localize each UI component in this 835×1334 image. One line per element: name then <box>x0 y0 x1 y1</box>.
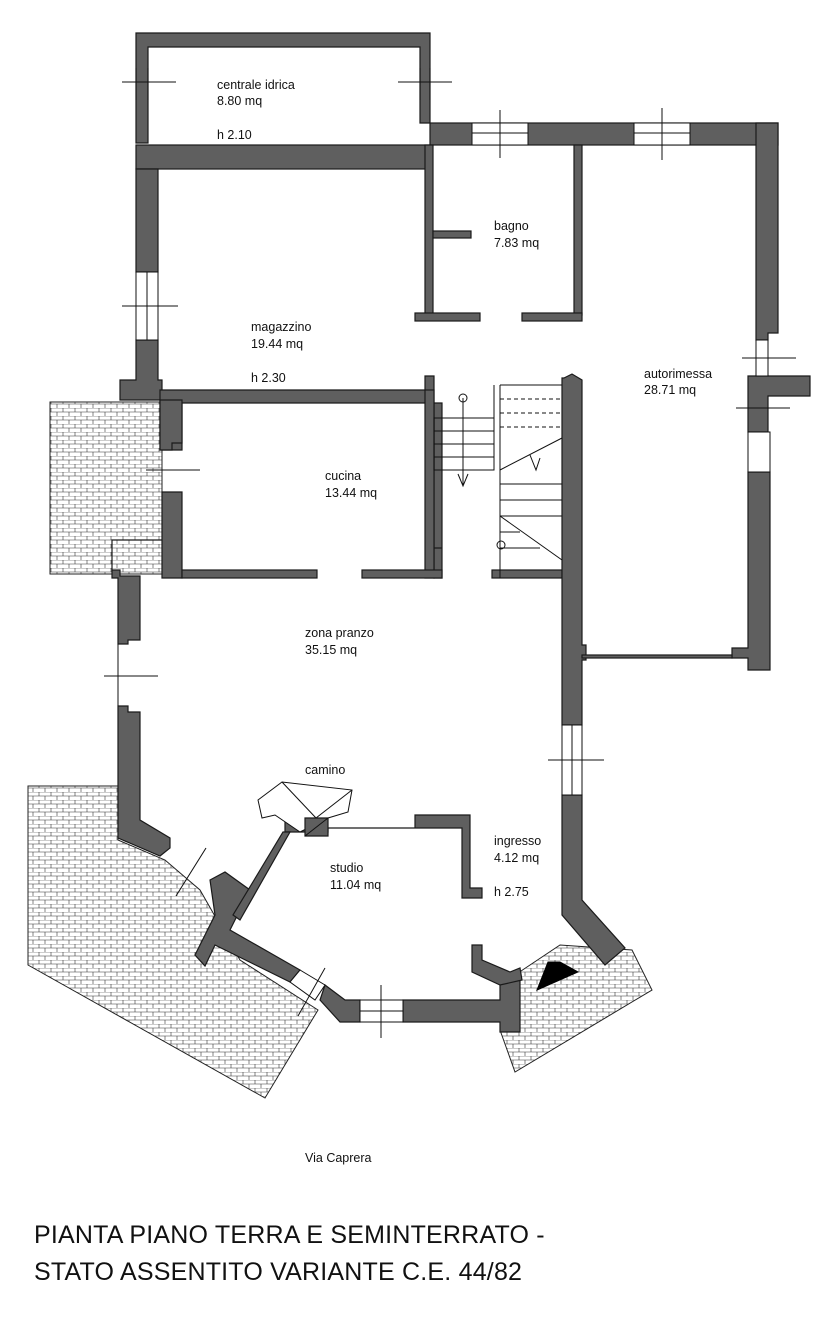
terrace-right <box>499 944 653 1073</box>
entrance-arrow-icon <box>536 961 580 991</box>
wall-stair-east <box>561 373 587 726</box>
wall-east-bottom <box>731 471 771 671</box>
label-autorimessa: autorimessa <box>644 367 712 381</box>
wall-studio-bottom <box>402 979 521 1033</box>
wall-west-magazzino-lower <box>119 339 163 401</box>
height-ingresso: h 2.75 <box>494 885 529 899</box>
area-magazzino: 19.44 mq <box>251 337 303 351</box>
wall-magazzino-cucina <box>159 375 443 579</box>
wall-bagno-bottom-right <box>521 312 583 322</box>
window-east-2 <box>747 431 771 473</box>
wall-centrale-bottom <box>135 144 431 170</box>
label-centrale-idrica: centrale idrica <box>217 78 295 92</box>
label-ingresso: ingresso <box>494 834 541 848</box>
label-zona-pranzo: zona pranzo <box>305 626 374 640</box>
camino-fireplace <box>257 781 353 837</box>
area-zona-pranzo: 35.15 mq <box>305 643 357 657</box>
wall-bagno-east <box>573 144 583 316</box>
label-camino: camino <box>305 763 345 777</box>
wall-cucina-bottom-right <box>361 569 443 579</box>
staircase <box>433 384 563 578</box>
wall-studio-south <box>319 984 361 1023</box>
label-magazzino: magazzino <box>251 320 311 334</box>
area-cucina: 13.44 mq <box>325 486 377 500</box>
label-bagno: bagno <box>494 219 529 233</box>
label-cucina: cucina <box>325 469 361 483</box>
wall-cucina-bottom-left <box>181 569 318 579</box>
wall-studio-ingresso <box>471 944 523 986</box>
wall-cucina-west <box>159 399 183 451</box>
area-ingresso: 4.12 mq <box>494 851 539 865</box>
street-label: Via Caprera <box>305 1151 372 1165</box>
wall-autorimessa-south <box>581 654 733 659</box>
wall-east-lower <box>747 375 811 433</box>
height-magazzino: h 2.30 <box>251 371 286 385</box>
wall-cucina-east <box>424 389 435 579</box>
area-centrale-idrica: 8.80 mq <box>217 94 262 108</box>
wall-ingresso-east <box>561 794 626 966</box>
wall-centrale-idrica <box>135 32 431 144</box>
wall-bagno-bottom-left <box>414 312 481 322</box>
wall-bagno-stub <box>432 230 472 239</box>
window-studio-sw <box>289 969 326 1001</box>
area-bagno: 7.83 mq <box>494 236 539 250</box>
terrace-left-upper <box>49 401 163 575</box>
terraces <box>27 401 653 1099</box>
terrace-left-lower <box>27 785 319 1099</box>
wall-cucina-west-lower <box>111 491 183 645</box>
plan-title-line-1: PIANTA PIANO TERRA E SEMINTERRATO - <box>34 1221 545 1249</box>
label-studio: studio <box>330 861 363 875</box>
wall-west-magazzino <box>135 168 159 273</box>
area-autorimessa: 28.71 mq <box>644 383 696 397</box>
area-studio: 11.04 mq <box>330 878 381 892</box>
wall-east <box>755 122 779 341</box>
wall-west-pranzo <box>117 705 171 857</box>
walls <box>111 32 811 1033</box>
room-labels: centrale idrica 8.80 mq h 2.10 bagno 7.8… <box>217 78 712 1165</box>
wall-stair-bottom <box>491 569 563 579</box>
windows <box>104 68 796 1038</box>
height-centrale-idrica: h 2.10 <box>217 128 252 142</box>
wall-bagno-west <box>424 144 434 316</box>
wall-studio-diag <box>232 831 292 921</box>
plan-title-line-2: STATO ASSENTITO VARIANTE C.E. 44/82 <box>34 1258 523 1286</box>
